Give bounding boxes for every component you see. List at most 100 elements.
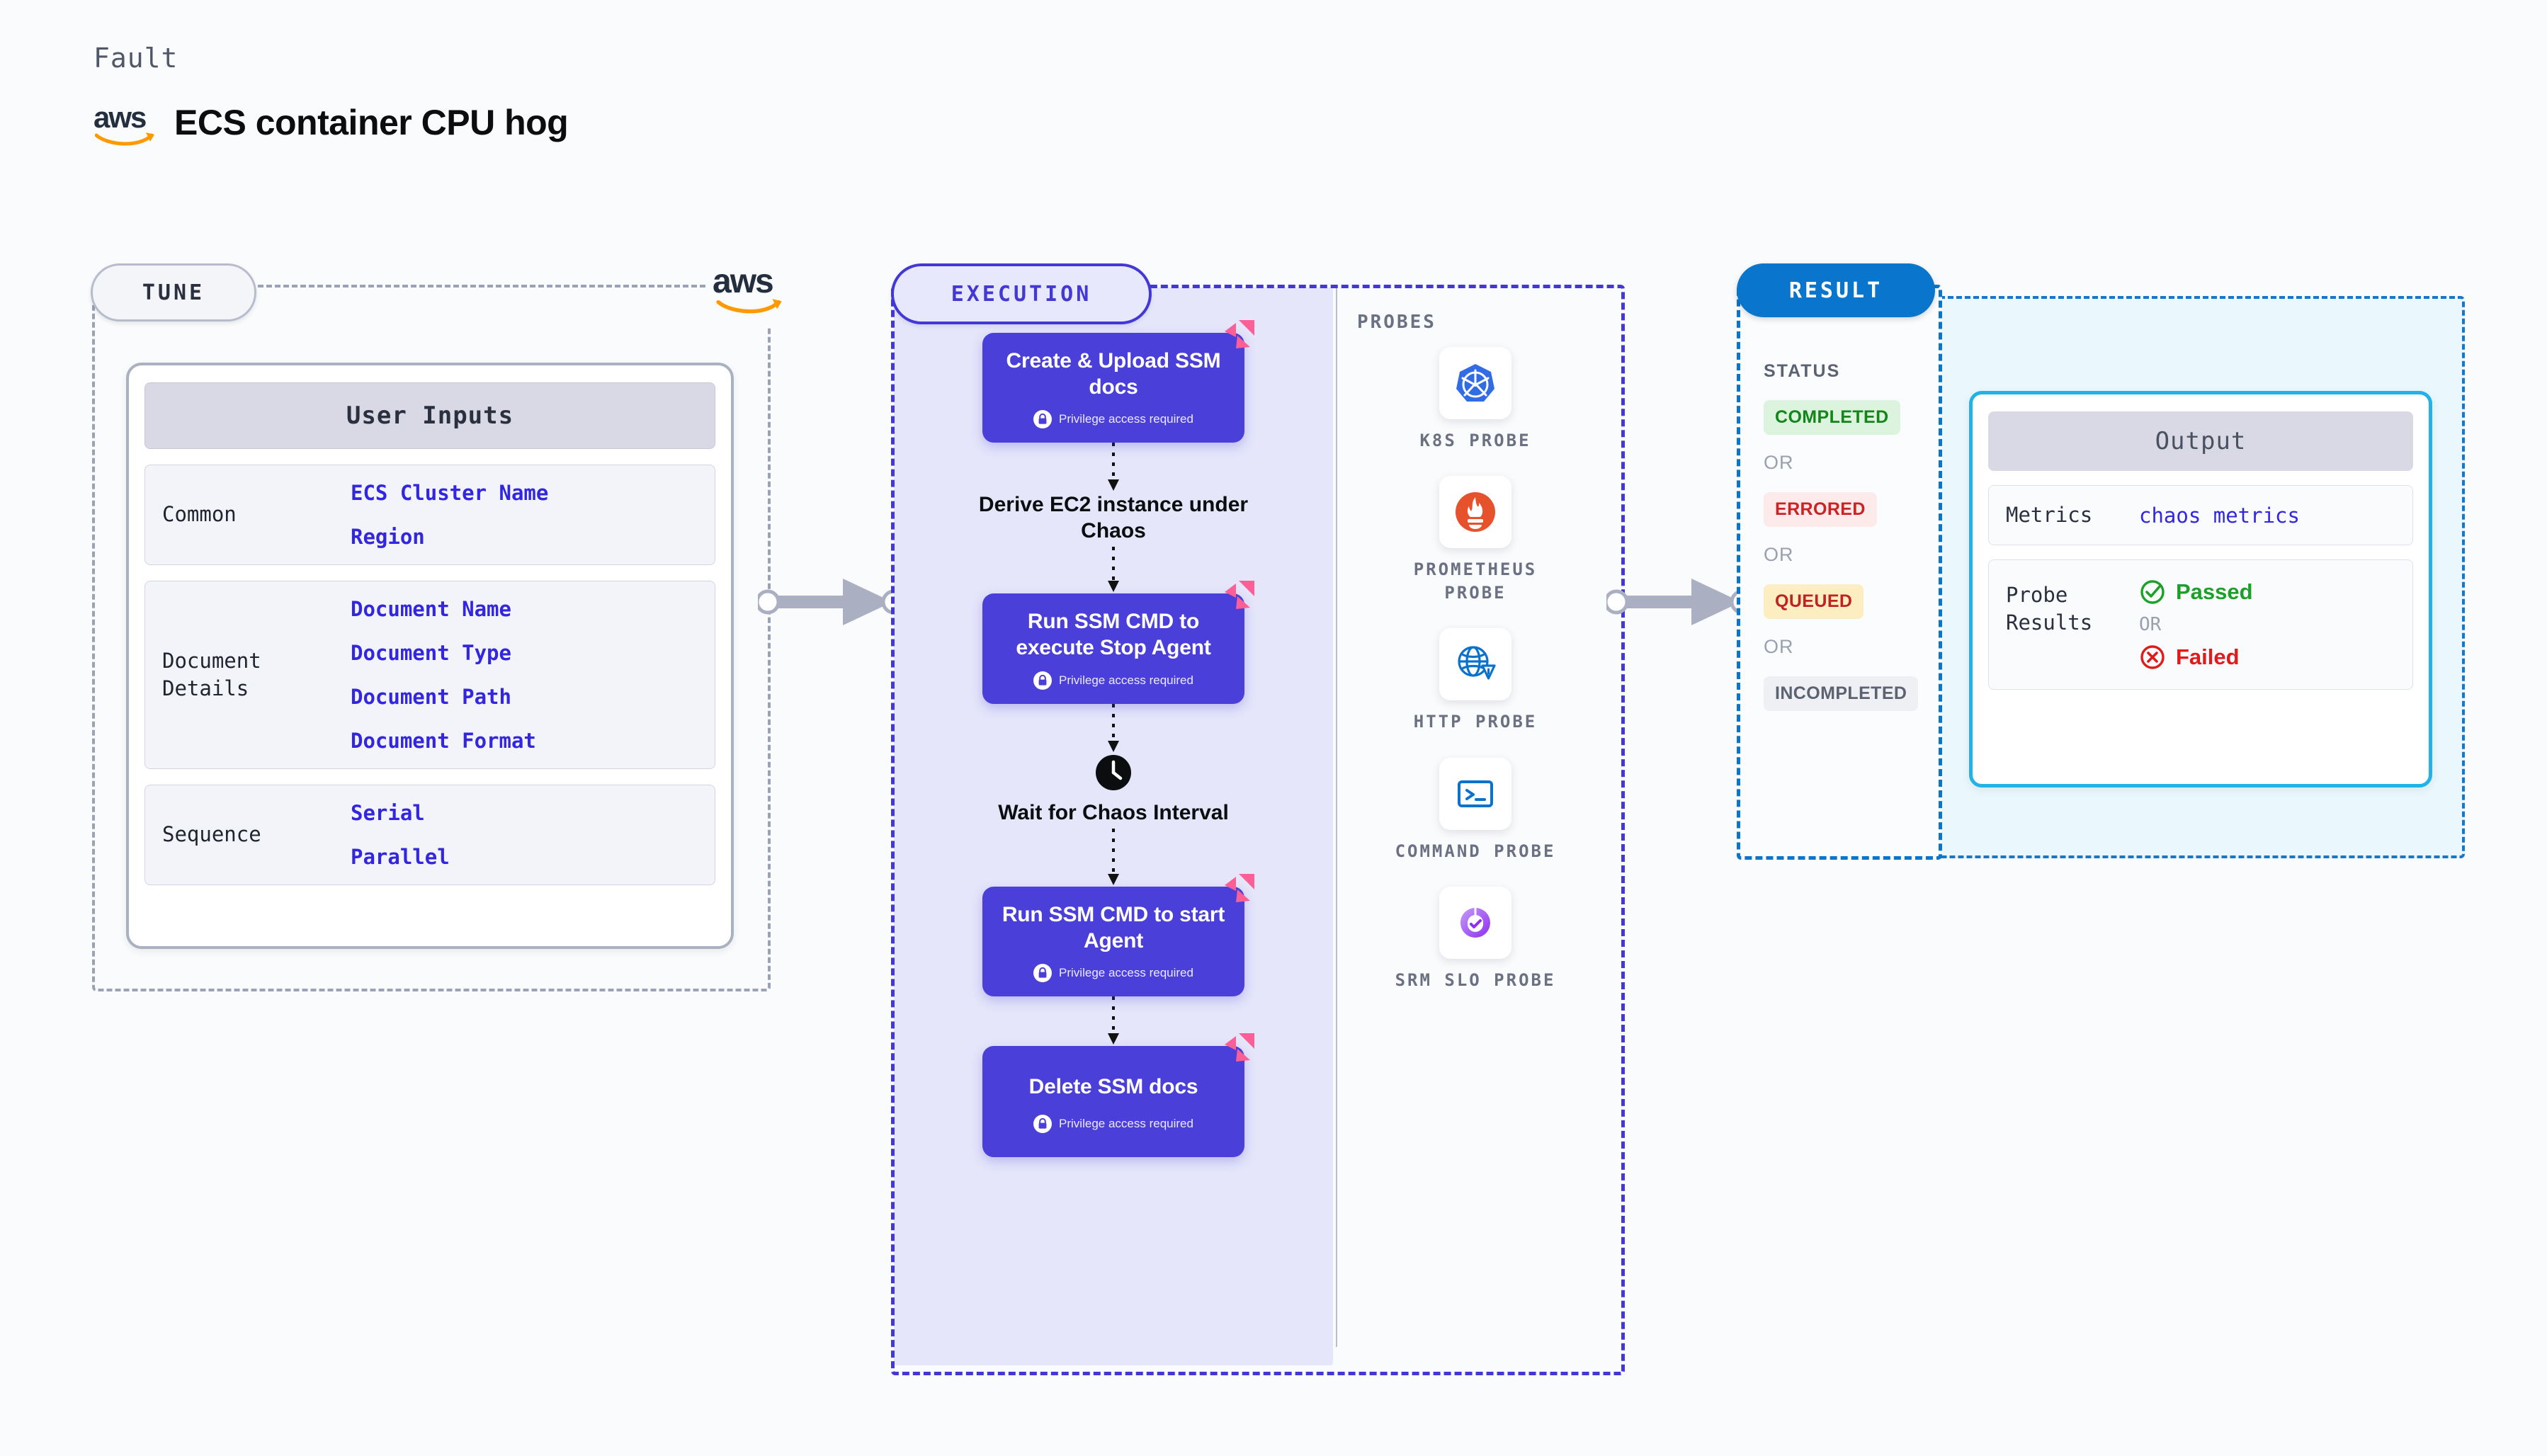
result-pill-label: RESULT (1737, 263, 1935, 317)
probe-label: PROMETHEUS PROBE (1413, 559, 1538, 603)
probes-title: PROBES (1357, 312, 1436, 333)
probe-item-k8s[interactable]: K8S PROBE (1390, 347, 1560, 452)
tune-value[interactable]: Serial (351, 801, 425, 825)
privilege-note: Privilege access required (1001, 964, 1226, 983)
tune-aws-badge: aws (708, 249, 793, 327)
execution-panel (891, 285, 1625, 1375)
probe-tile (1439, 476, 1511, 549)
clock-icon (1096, 754, 1131, 790)
flow-node-create-upload-ssm-docs[interactable]: Create & Upload SSM docs Privilege acces… (982, 320, 1254, 443)
flow-node-label: Derive EC2 instance under Chaos (978, 493, 1249, 542)
probe-label: K8S PROBE (1419, 431, 1531, 450)
flow-connector (1108, 443, 1119, 492)
probe-label: HTTP PROBE (1413, 712, 1538, 732)
terminal-icon (1458, 780, 1493, 807)
tune-pill-label: TUNE (91, 263, 256, 322)
harness-flag-icon (1225, 320, 1254, 348)
output-row-probe-results: Probe Results Passed OR Failed (1988, 559, 2413, 690)
probe-result-failed: Failed (2139, 644, 2253, 671)
prometheus-icon (1456, 492, 1495, 533)
status-title: STATUS (1764, 361, 1841, 381)
check-circle-icon (2140, 580, 2165, 604)
status-badge-queued: QUEUED (1764, 584, 1864, 619)
privilege-text: Privilege access required (1059, 412, 1193, 426)
status-badge-errored: ERRORED (1764, 492, 1877, 527)
user-inputs-card: User Inputs Common ECS Cluster Name Regi… (126, 363, 734, 949)
tune-row-label: Sequence (162, 822, 261, 847)
privilege-note: Privilege access required (1001, 1114, 1226, 1133)
flow-connector (1108, 996, 1119, 1046)
globe-warning-icon (1458, 646, 1496, 680)
flow-node-label: Create & Upload SSM docs (1006, 349, 1221, 399)
flow-node-label: Run SSM CMD to execute Stop Agent (1016, 610, 1211, 659)
result-status-panel (1737, 285, 1942, 860)
privilege-note: Privilege access required (1001, 410, 1226, 429)
lock-icon (1033, 410, 1053, 429)
probe-label: COMMAND PROBE (1395, 841, 1556, 861)
output-card-title: Output (1988, 411, 2413, 471)
tune-value[interactable]: Document Type (351, 641, 511, 665)
probe-item-http[interactable]: HTTP PROBE (1390, 628, 1560, 733)
tune-row-label: Common (162, 502, 237, 527)
or-separator: OR (1764, 544, 1794, 565)
flow-connector (1108, 826, 1119, 887)
probe-item-srm-slo[interactable]: SRM SLO PROBE (1390, 886, 1560, 991)
harness-flag-icon (1225, 874, 1254, 903)
or-separator: OR (2139, 614, 2162, 636)
connector-execution-to-result (1606, 579, 1755, 625)
fault-kicker: Fault (93, 42, 178, 74)
tune-value[interactable]: Document Path (351, 685, 511, 709)
aws-logo-icon: aws (713, 265, 789, 314)
tune-row-document-details: Document Details Document Name Document … (144, 581, 715, 769)
result-status-column: STATUS COMPLETED OR ERRORED OR QUEUED OR… (1764, 361, 1934, 711)
passed-label: Passed (2176, 579, 2253, 605)
status-badge-incompleted: INCOMPLETED (1764, 676, 1919, 711)
lock-icon (1033, 1114, 1053, 1133)
execution-fill (894, 288, 1333, 1365)
output-card: Output Metrics chaos metrics Probe Resul… (1969, 391, 2432, 787)
flow-node-label: Delete SSM docs (1028, 1075, 1198, 1099)
probe-tile (1439, 757, 1511, 830)
harness-flag-icon (1225, 581, 1254, 610)
tune-value[interactable]: Region (351, 525, 425, 549)
tune-value[interactable]: ECS Cluster Name (351, 481, 549, 505)
page-header: Fault aws ECS container CPU hog (93, 42, 569, 146)
probe-item-command[interactable]: COMMAND PROBE (1390, 757, 1560, 863)
flow-node-label: Run SSM CMD to start Agent (1002, 903, 1225, 952)
flow-node-run-ssm-cmd-start-agent[interactable]: Run SSM CMD to start Agent Privilege acc… (982, 874, 1254, 997)
flow-node-run-ssm-cmd-stop-agent[interactable]: Run SSM CMD to execute Stop Agent Privil… (982, 581, 1254, 704)
probe-tile (1439, 628, 1511, 701)
tune-row-common: Common ECS Cluster Name Region (144, 465, 715, 565)
tune-value[interactable]: Parallel (351, 845, 450, 869)
x-circle-icon (2140, 645, 2165, 669)
tune-panel (92, 285, 771, 991)
fault-title-row: aws ECS container CPU hog (93, 102, 569, 146)
tune-value[interactable]: Document Format (351, 729, 536, 753)
status-badge-completed: COMPLETED (1764, 400, 1900, 435)
metrics-value[interactable]: chaos metrics (2139, 503, 2300, 528)
flow-node-delete-ssm-docs[interactable]: Delete SSM docs Privilege access require… (982, 1033, 1254, 1157)
user-inputs-title: User Inputs (144, 382, 715, 449)
or-separator: OR (1764, 636, 1794, 657)
flow-node-wait-for-chaos-interval: Wait for Chaos Interval (965, 753, 1262, 826)
connector-tune-to-execution (758, 579, 907, 625)
harness-flag-icon (1225, 1033, 1254, 1062)
privilege-text: Privilege access required (1059, 1116, 1193, 1130)
execution-flow: Create & Upload SSM docs Privilege acces… (894, 320, 1333, 1157)
srm-slo-icon (1460, 907, 1490, 938)
probe-item-prometheus[interactable]: PROMETHEUS PROBE (1390, 476, 1560, 604)
aws-swoosh-icon (95, 132, 154, 146)
execution-pill-label: EXECUTION (891, 263, 1152, 324)
kubernetes-icon (1456, 364, 1494, 402)
aws-logo-icon: aws (93, 103, 159, 146)
lock-icon (1033, 964, 1053, 983)
tune-value[interactable]: Document Name (351, 597, 511, 621)
privilege-text: Privilege access required (1059, 966, 1193, 980)
lock-icon (1033, 671, 1053, 690)
flow-connector (1108, 544, 1119, 593)
probe-results-label: Probe Results (2006, 583, 2093, 635)
flow-node-label: Wait for Chaos Interval (998, 800, 1229, 824)
page-title: ECS container CPU hog (174, 103, 569, 142)
probe-tile (1439, 347, 1511, 419)
flow-node-derive-ec2-instance: Derive EC2 instance under Chaos (965, 492, 1262, 544)
